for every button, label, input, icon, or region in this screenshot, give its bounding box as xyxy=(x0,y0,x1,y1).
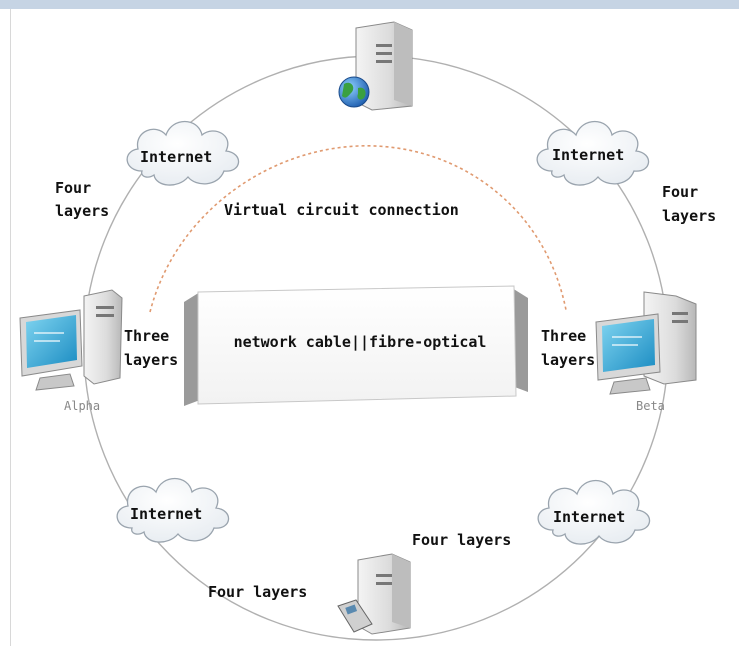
host-alpha-label: Alpha xyxy=(64,399,101,413)
three-layers-left-line2: layers xyxy=(124,351,179,369)
cable-banner-text: network cable||fibre-optical xyxy=(233,333,487,351)
computer-beta-icon xyxy=(595,291,697,395)
virtual-circuit-arc xyxy=(149,145,567,313)
four-layers-bottom-right: Four layers xyxy=(412,531,512,549)
cloud-top-left-label: Internet xyxy=(140,148,213,166)
top-border-bar xyxy=(0,0,739,9)
computer-alpha-icon xyxy=(19,289,123,391)
diagram-frame xyxy=(10,9,739,646)
four-layers-top-right-line1: Four xyxy=(662,183,699,201)
four-layers-top-left-line1: Four xyxy=(55,179,92,197)
host-beta-label: Beta xyxy=(636,399,665,413)
three-layers-right-line1: Three xyxy=(541,327,587,345)
cloud-bottom-right-label: Internet xyxy=(553,508,626,526)
cable-banner xyxy=(184,285,528,406)
cloud-top-right-label: Internet xyxy=(552,146,625,164)
cloud-bottom-left-label: Internet xyxy=(130,505,203,523)
virtual-circuit-label: Virtual circuit connection xyxy=(224,201,459,219)
four-layers-bottom-left: Four layers xyxy=(208,583,308,601)
three-layers-left-line1: Three xyxy=(124,327,170,345)
server-phone-icon xyxy=(337,553,411,635)
server-globe-icon xyxy=(338,21,413,111)
three-layers-right-line2: layers xyxy=(541,351,596,369)
four-layers-top-left-line2: layers xyxy=(55,202,110,220)
four-layers-top-right-line2: layers xyxy=(662,207,717,225)
